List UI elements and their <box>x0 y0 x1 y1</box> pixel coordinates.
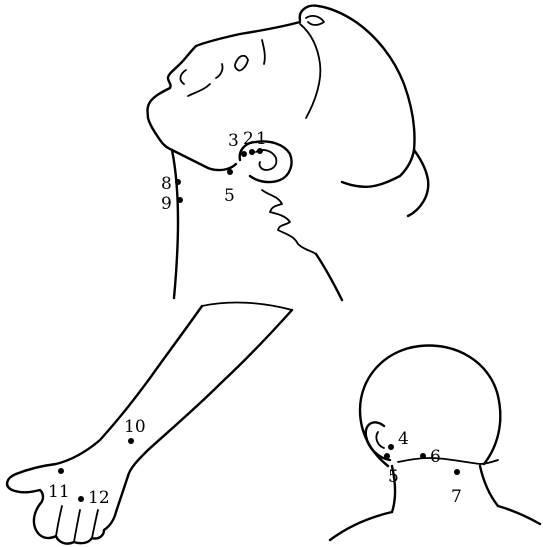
point-label-11: 11 <box>48 482 70 502</box>
front-neck <box>172 150 178 298</box>
finger-lines <box>56 506 98 542</box>
arm-upper-contour <box>16 306 202 474</box>
back-head-figure <box>330 345 540 540</box>
hair-inner <box>300 24 320 118</box>
arm-lower-contour <box>128 310 292 476</box>
point-7-dot <box>454 469 460 475</box>
point-12-dot <box>78 496 84 502</box>
face-profile <box>148 22 301 150</box>
hair <box>300 6 415 187</box>
hairline <box>398 458 498 464</box>
point-label-8: 8 <box>161 174 172 194</box>
point-5b-dot <box>384 453 390 459</box>
point-label-6: 6 <box>430 447 441 467</box>
point-6-dot <box>420 453 426 459</box>
point-9-dot <box>177 197 183 203</box>
point-label-12: 12 <box>88 488 110 508</box>
point-5a-dot <box>227 169 233 175</box>
point-3-dot <box>241 151 247 157</box>
point-label-7: 7 <box>451 487 462 507</box>
point-label-4: 4 <box>398 429 409 449</box>
neck-hair <box>262 190 316 254</box>
point-label-1: 1 <box>256 129 267 149</box>
point-2-dot <box>249 149 255 155</box>
shoulders <box>330 506 540 540</box>
point-10-dot <box>128 438 134 444</box>
hair-top-curl <box>306 16 324 25</box>
point-label-2: 2 <box>243 129 254 149</box>
point-label-10: 10 <box>124 417 146 437</box>
point-11-dot <box>58 468 64 474</box>
back-neck <box>316 254 342 300</box>
jaw <box>172 150 236 170</box>
nose-detail <box>180 70 186 84</box>
point-label-5a: 5 <box>224 186 235 206</box>
thumb <box>7 474 43 504</box>
point-labels: 1 2 3 5 8 9 10 11 12 4 5 6 7 <box>48 129 462 508</box>
point-label-9: 9 <box>161 194 172 214</box>
point-label-3: 3 <box>228 131 239 151</box>
mouth-corner <box>216 64 223 78</box>
arm-figure <box>7 303 292 544</box>
side-head-figure <box>148 6 429 300</box>
mouth <box>188 84 210 96</box>
neck-right <box>480 466 498 506</box>
back-ear-inner <box>376 432 384 448</box>
point-4-dot <box>388 444 394 450</box>
eye <box>235 56 248 71</box>
shoulder-line <box>202 303 292 310</box>
point-8-dot <box>175 179 181 185</box>
eyebrow <box>262 40 265 64</box>
point-label-5b: 5 <box>388 467 399 487</box>
